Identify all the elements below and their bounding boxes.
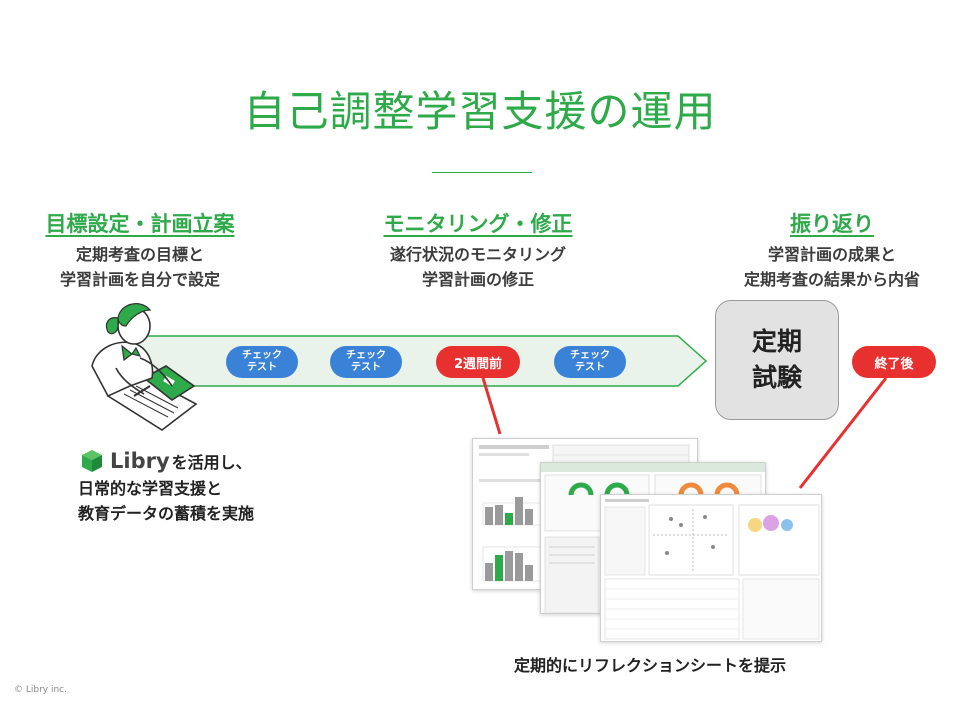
phase-monitoring-heading: モニタリング・修正 xyxy=(383,212,573,236)
page-title: 自己調整学習支援の運用 xyxy=(243,87,717,136)
phase-reflection-line-2: 定期考査の結果から内省 xyxy=(743,270,920,289)
regular-exam-box: 定期試験 xyxy=(715,300,839,420)
phase-reflection: 振り返り 学習計画の成果と 定期考査の結果から内省 xyxy=(712,208,952,292)
phase-goal-setting-line-2: 学習計画を自分で設定 xyxy=(59,270,220,289)
after-end-badge: 終了後 xyxy=(852,346,936,378)
libry-suffix: を活用し、 xyxy=(171,453,252,472)
libry-logo-icon xyxy=(82,450,102,472)
libry-line: Libry を活用し、 xyxy=(78,446,254,476)
regular-exam-line-1: 定期 xyxy=(751,327,802,356)
check-test-badge-3: チェックテスト xyxy=(554,346,626,378)
regular-exam-line-2: 試験 xyxy=(751,363,802,392)
reflection-sheet-3 xyxy=(600,494,822,642)
phase-monitoring: モニタリング・修正 遂行状況のモニタリング 学習計画の修正 xyxy=(358,208,598,292)
title-divider xyxy=(432,172,532,173)
check-test-badge-1: チェックテスト xyxy=(226,346,298,378)
check-test-badge-3-line-2: テスト xyxy=(575,362,605,373)
two-weeks-before-badge: 2週間前 xyxy=(436,346,520,378)
check-test-badge-1-line-1: チェック xyxy=(242,350,282,361)
libry-desc-line-1: 日常的な学習支援と xyxy=(78,479,223,498)
check-test-badge-1-line-2: テスト xyxy=(247,362,277,373)
check-test-badge-2: チェックテスト xyxy=(330,346,402,378)
phase-reflection-heading: 振り返り xyxy=(790,212,874,236)
reflection-sheet-3-content xyxy=(604,499,820,640)
libry-logo-text: Libry xyxy=(110,449,170,473)
phase-monitoring-line-1: 遂行状況のモニタリング xyxy=(389,245,566,264)
reflection-sheet-caption: 定期的にリフレクションシートを提示 xyxy=(513,656,786,675)
phase-goal-setting: 目標設定・計画立案 定期考査の目標と 学習計画を自分で設定 xyxy=(20,208,260,292)
phase-reflection-line-1: 学習計画の成果と xyxy=(767,245,896,264)
phase-goal-setting-line-1: 定期考査の目標と xyxy=(75,245,204,264)
copyright-notice: © Libry inc. xyxy=(14,685,67,695)
phase-goal-setting-heading: 目標設定・計画立案 xyxy=(45,212,235,236)
check-test-badge-2-line-1: チェック xyxy=(346,350,386,361)
check-test-badge-3-line-1: チェック xyxy=(570,350,610,361)
libry-usage-block: Libry を活用し、 日常的な学習支援と 教育データの蓄積を実施 xyxy=(78,446,254,526)
student-illustration xyxy=(91,303,198,431)
check-test-badge-2-line-2: テスト xyxy=(351,362,381,373)
phase-monitoring-line-2: 学習計画の修正 xyxy=(421,270,534,289)
libry-desc-line-2: 教育データの蓄積を実施 xyxy=(78,504,255,523)
